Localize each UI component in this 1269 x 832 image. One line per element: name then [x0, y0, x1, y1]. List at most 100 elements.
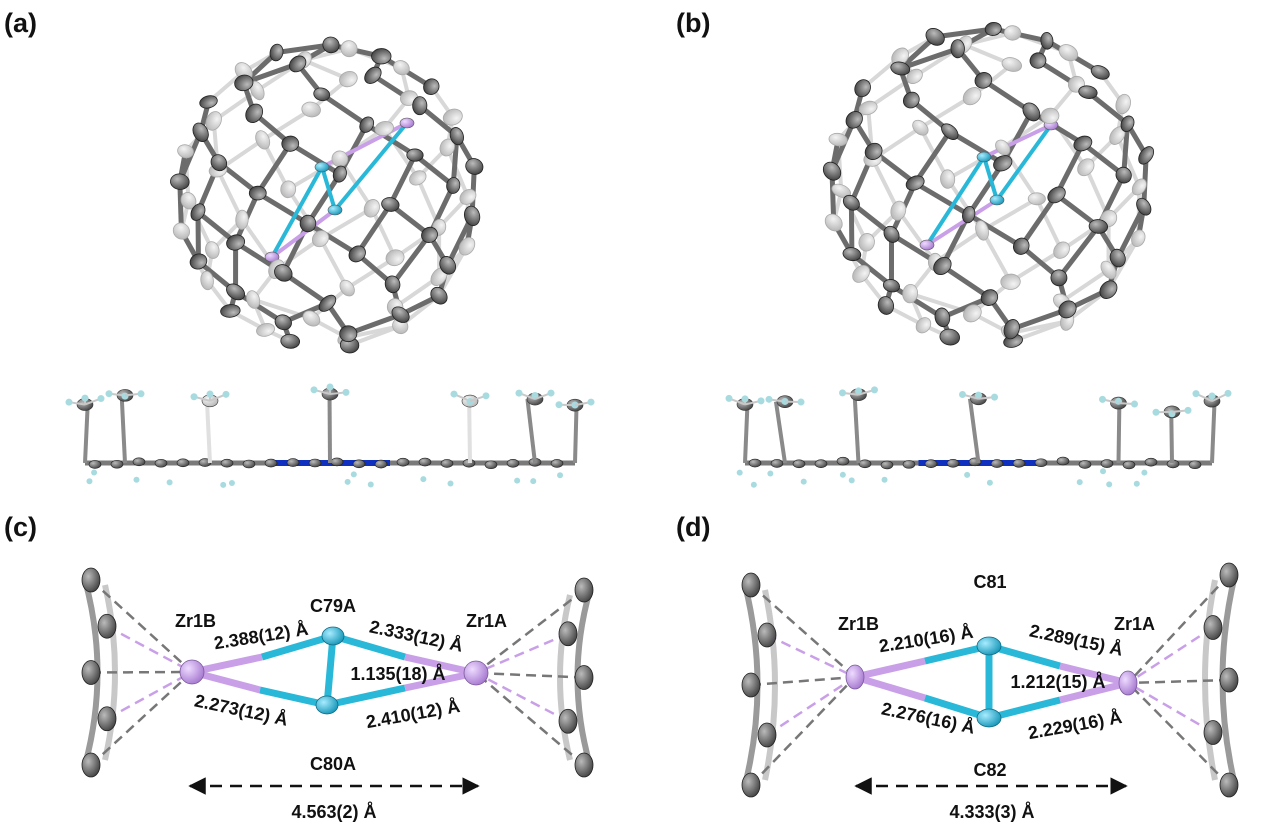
hydrogen-atom — [964, 471, 971, 478]
carbon-atom — [301, 101, 321, 118]
carbon-atom — [574, 665, 594, 690]
panel-label-d: (d) — [676, 512, 710, 542]
carbon-atom — [1122, 460, 1136, 470]
carbon-atom — [374, 120, 394, 137]
carbon-atom — [88, 460, 102, 469]
carbon-atom — [440, 459, 454, 468]
hydrogen-atom — [447, 480, 454, 487]
cage-bond — [1059, 267, 1111, 304]
carbon-atom — [1078, 85, 1098, 99]
carbon-atom — [81, 660, 101, 685]
carbon-atom — [363, 199, 380, 218]
carbon-atom — [315, 695, 339, 715]
carbon-atom — [110, 459, 124, 469]
hydrogen-atom — [725, 394, 733, 402]
hydrogen-atom — [736, 469, 743, 476]
carbon-atom — [280, 180, 297, 199]
atom-label-zr1a: Zr1A — [1114, 614, 1155, 634]
zr-c-bond — [270, 208, 337, 259]
methyl-arm — [967, 398, 981, 464]
hydrogen-atom — [1152, 408, 1160, 416]
carbon-atom — [980, 289, 999, 306]
carbon-atom — [858, 100, 878, 116]
cage-bond — [387, 152, 418, 207]
carbon-atom — [308, 458, 322, 468]
carbon-atom — [1047, 186, 1066, 204]
carbon-atom — [1115, 166, 1132, 184]
carbon-atom — [439, 256, 457, 275]
carbon-atom — [993, 155, 1013, 172]
carbon-atom — [242, 459, 256, 469]
hydrogen-atom — [326, 383, 334, 391]
carbon-atom — [1056, 456, 1070, 466]
hydrogen-atom — [514, 477, 521, 484]
carbon-atom — [220, 458, 234, 468]
methyl-arm — [1116, 403, 1122, 464]
carbon-atom — [1203, 720, 1223, 745]
hydrogen-atom — [420, 476, 427, 483]
carbon-atom — [352, 459, 366, 469]
zr-c-bond — [995, 123, 1053, 202]
hydrogen-atom — [1100, 468, 1107, 475]
zr-c-bond — [270, 166, 324, 258]
hydrogen-atom — [1099, 395, 1106, 403]
carbon-atom — [989, 194, 1005, 206]
carbon-atom — [1144, 457, 1158, 467]
carbon-atom — [226, 283, 246, 301]
zr-atom — [179, 659, 205, 685]
cage-bond — [1009, 306, 1070, 332]
hydrogen-atom — [986, 479, 993, 486]
carbon-atom — [1050, 269, 1068, 287]
carbon-atom — [574, 752, 594, 778]
methyl-arm — [83, 404, 90, 464]
cage-bond — [1080, 141, 1127, 178]
carbon-atom — [234, 74, 254, 92]
carbon-atom — [1115, 93, 1131, 115]
carbon-atom — [423, 78, 440, 96]
cage-bond — [1115, 133, 1142, 189]
carbon-atom — [976, 151, 992, 163]
carbon-atom — [446, 177, 461, 194]
cage-bond — [255, 141, 293, 196]
cage-bond — [305, 221, 360, 257]
carbon-atom — [176, 458, 190, 468]
carbon-atom — [831, 183, 851, 199]
hydrogen-atom — [342, 388, 350, 396]
atom-label-c82: C82 — [973, 760, 1006, 780]
carbon-atom — [824, 213, 843, 232]
atom-label-zr1b: Zr1B — [838, 614, 879, 634]
cage-bond — [305, 171, 343, 226]
carbon-atom — [858, 233, 875, 252]
carbon-atom — [412, 96, 428, 116]
bond-zr-c — [259, 686, 328, 709]
methyl-arm — [467, 401, 472, 464]
hydrogen-atom — [86, 478, 93, 485]
carbon-atom — [1022, 102, 1041, 122]
carbon-atom — [880, 460, 894, 470]
carbon-atom — [950, 39, 965, 59]
zr-ligand-contact — [475, 671, 569, 723]
carbon-atom — [1000, 273, 1021, 290]
zr-ligand-contact — [1127, 678, 1230, 685]
fullerene-cage-b — [822, 21, 1155, 348]
cage-bond — [912, 180, 972, 218]
hydrogen-atom — [587, 398, 595, 406]
carbon-atom — [976, 636, 1002, 656]
zr-ligand-contact — [475, 632, 569, 675]
hydrogen-atom — [1208, 392, 1216, 400]
carbon-atom — [177, 144, 194, 159]
carbon-atom — [1099, 280, 1118, 299]
methyl-arm — [204, 400, 212, 464]
carbon-atom — [321, 626, 345, 646]
carbon-atom — [1040, 32, 1054, 50]
carbon-atom — [1219, 667, 1239, 693]
carbon-atom — [836, 456, 850, 466]
zr-ligand-contact — [106, 625, 193, 674]
carbon-atom — [1027, 192, 1046, 206]
carbon-atom — [255, 130, 271, 150]
methyl-arm — [119, 395, 127, 464]
hydrogen-atom — [515, 389, 523, 397]
carbon-atom — [1003, 319, 1020, 340]
carbon-atom — [1058, 44, 1079, 62]
